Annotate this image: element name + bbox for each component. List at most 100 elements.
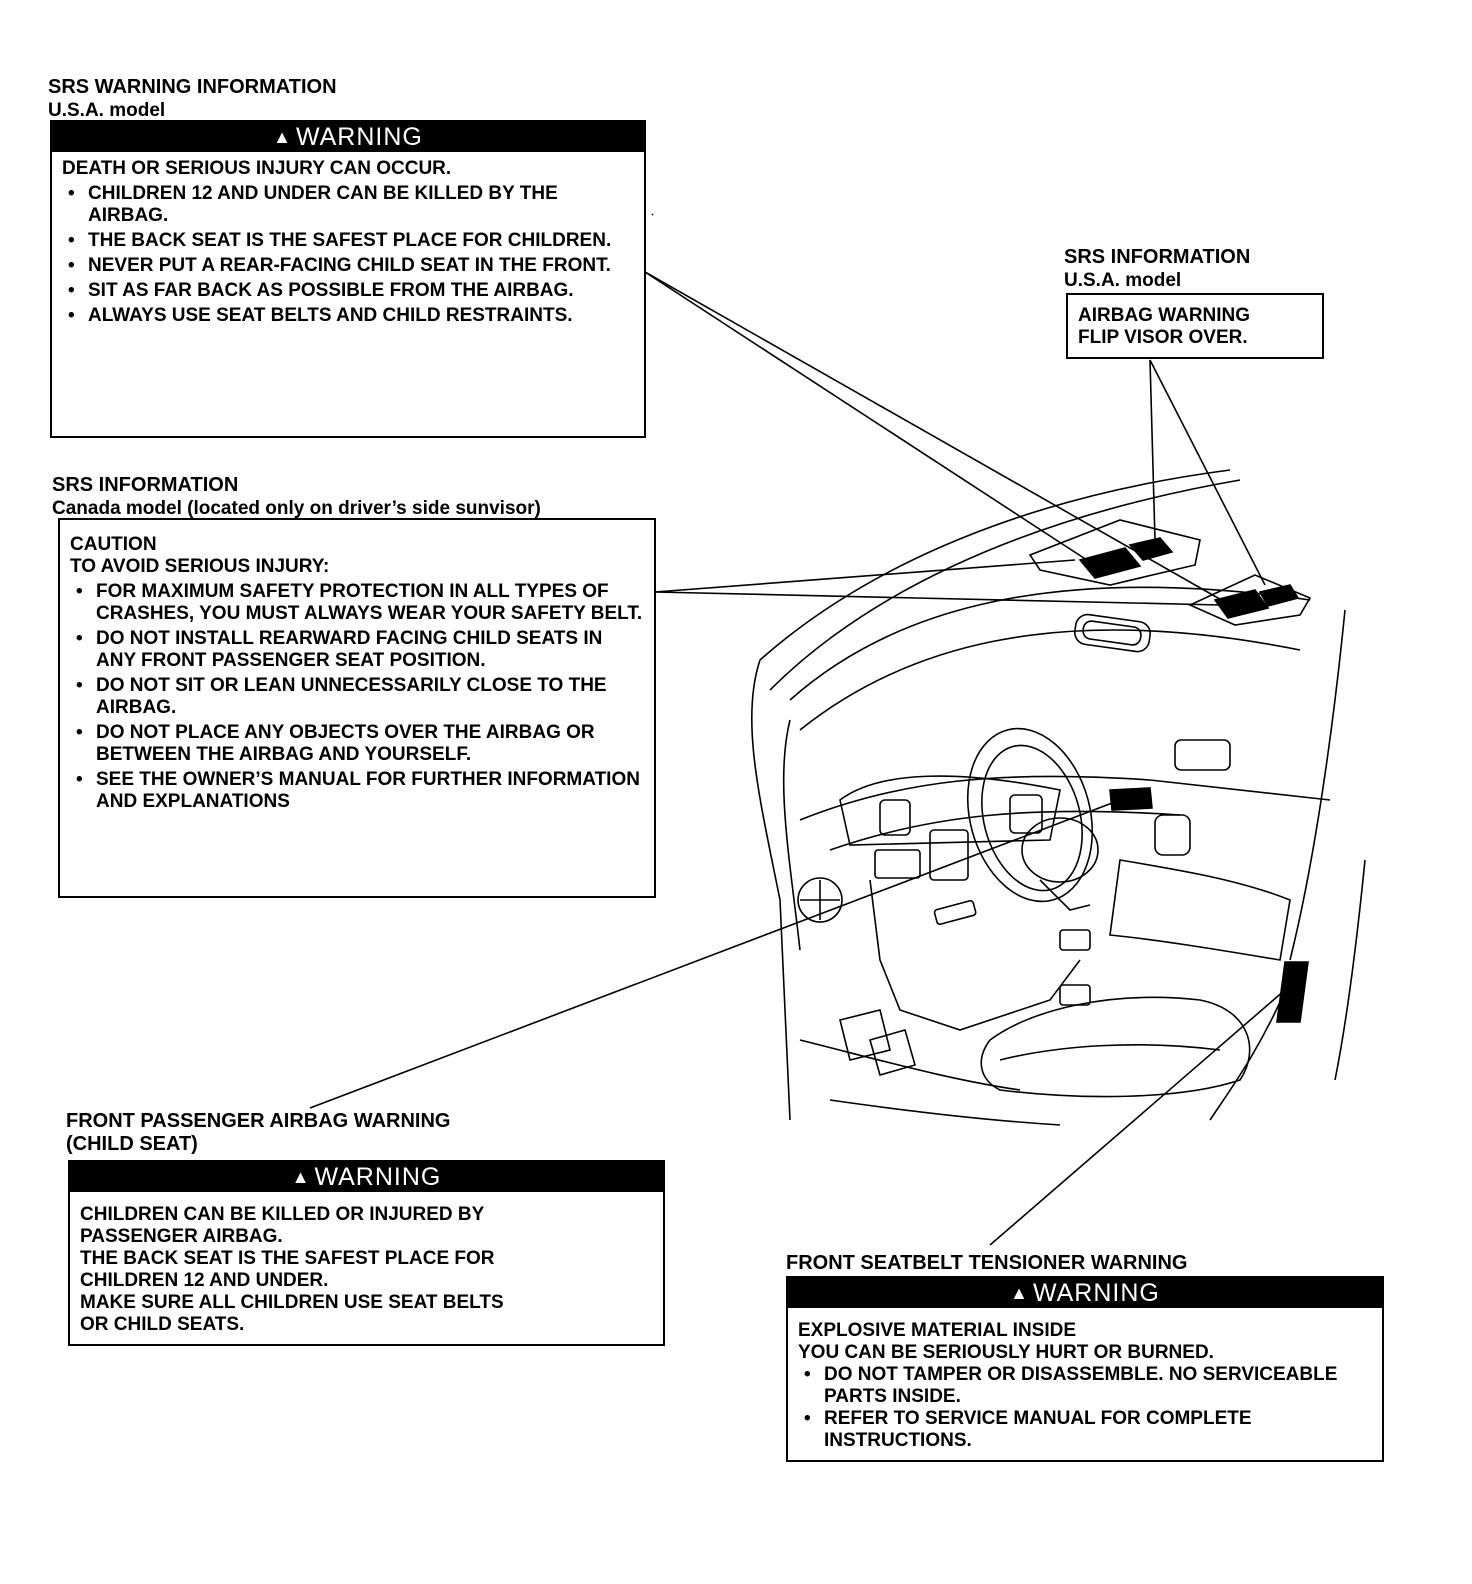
- leader-passenger: [310, 800, 1120, 1108]
- usa-warning-body: DEATH OR SERIOUS INJURY CAN OCCUR. CHILD…: [52, 152, 644, 335]
- passenger-warning-line: PASSENGER AIRBAG.: [80, 1226, 283, 1247]
- dash-airbag-label: [1109, 787, 1153, 811]
- seat-cushion: [1000, 1045, 1220, 1060]
- warning-bar-text: WARNING: [314, 1163, 442, 1191]
- steering-hub: [1022, 818, 1098, 882]
- warning-bar: ▲WARNING: [788, 1278, 1382, 1308]
- passenger-warning-line: OR CHILD SEATS.: [80, 1314, 245, 1335]
- list-item: CHILDREN 12 AND UNDER CAN BE KILLED BY T…: [62, 183, 634, 227]
- console-slot-2: [1060, 930, 1090, 950]
- visor-info-heading: SRS INFORMATION U.S.A. model: [1064, 246, 1250, 292]
- floor-line-2: [830, 1100, 1060, 1125]
- steering-wheel: [949, 714, 1110, 915]
- canada-info-label: CAUTION TO AVOID SERIOUS INJURY: FOR MAX…: [58, 518, 656, 898]
- rearview-mirror: [1073, 613, 1151, 653]
- pedal-2: [870, 1030, 915, 1075]
- rearview-mirror-inner: [1082, 620, 1142, 646]
- visor-info-subtitle: U.S.A. model: [1064, 270, 1182, 291]
- warning-bar-text: WARNING: [1032, 1279, 1160, 1307]
- canada-info-lead: CAUTION: [70, 534, 157, 555]
- list-item: NEVER PUT A REAR-FACING CHILD SEAT IN TH…: [62, 255, 634, 277]
- tensioner-warning-lead: EXPLOSIVE MATERIAL INSIDE: [798, 1320, 1077, 1341]
- list-item: THE BACK SEAT IS THE SAFEST PLACE FOR CH…: [62, 230, 634, 252]
- warning-triangle-icon: ▲: [291, 1167, 311, 1187]
- warning-bar: ▲WARNING: [70, 1162, 663, 1192]
- console-slot-3: [1060, 985, 1090, 1005]
- leader-canada-a: [655, 560, 1075, 592]
- dashboard-top: [800, 776, 1330, 820]
- leader-visor-info-b: [1150, 360, 1265, 585]
- console-slot-1: [934, 900, 977, 925]
- leader-usa-warning-b: [645, 272, 1225, 602]
- tensioner-warning-title: FRONT SEATBELT TENSIONER WARNING: [786, 1252, 1188, 1274]
- center-console: [870, 880, 1080, 1030]
- warning-bar: ▲WARNING: [52, 122, 644, 152]
- warning-triangle-icon: ▲: [273, 127, 292, 147]
- passenger-warning-line: CHILDREN CAN BE KILLED OR INJURED BY: [80, 1204, 485, 1225]
- list-item: ALWAYS USE SEAT BELTS AND CHILD RESTRAIN…: [62, 305, 634, 327]
- list-item: DO NOT PLACE ANY OBJECTS OVER THE AIRBAG…: [70, 722, 644, 766]
- canada-info-lead: TO AVOID SERIOUS INJURY:: [70, 556, 330, 577]
- canada-info-heading: SRS INFORMATION Canada model (located on…: [52, 474, 541, 520]
- gauge-right: [1010, 795, 1042, 833]
- roof-outline-inner: [770, 480, 1240, 690]
- list-item: DO NOT INSTALL REARWARD FACING CHILD SEA…: [70, 628, 644, 672]
- visor-label-3: [1213, 589, 1270, 619]
- visor-info-line: FLIP VISOR OVER.: [1078, 327, 1248, 348]
- pedal-1: [840, 1010, 890, 1060]
- passenger-seat: [981, 997, 1249, 1096]
- tensioner-warning-label: ▲WARNING EXPLOSIVE MATERIAL INSIDE YOU C…: [786, 1276, 1384, 1462]
- passenger-warning-line: MAKE SURE ALL CHILDREN USE SEAT BELTS: [80, 1292, 504, 1313]
- door-edge: [1290, 610, 1345, 960]
- passenger-warning-title: FRONT PASSENGER AIRBAG WARNING: [66, 1110, 451, 1132]
- visor-info-label: AIRBAG WARNING FLIP VISOR OVER.: [1066, 293, 1324, 359]
- a-pillar: [752, 660, 790, 1120]
- passenger-warning-line: CHILDREN 12 AND UNDER.: [80, 1270, 329, 1291]
- warning-bar-text: WARNING: [295, 123, 423, 151]
- usa-warning-label: ▲WARNING DEATH OR SERIOUS INJURY CAN OCC…: [50, 120, 646, 438]
- leader-tensioner: [990, 990, 1285, 1245]
- tensioner-warning-list: DO NOT TAMPER OR DISASSEMBLE. NO SERVICE…: [798, 1364, 1372, 1452]
- list-item: REFER TO SERVICE MANUAL FOR COMPLETE INS…: [798, 1408, 1372, 1452]
- a-pillar-inner: [784, 720, 800, 950]
- usa-warning-heading: SRS WARNING INFORMATION U.S.A. model: [48, 76, 337, 122]
- roof-outline: [760, 470, 1230, 660]
- warning-triangle-icon: ▲: [1010, 1283, 1029, 1303]
- steering-wheel-inner: [966, 734, 1097, 902]
- usa-warning-lead: DEATH OR SERIOUS INJURY CAN OCCUR.: [62, 158, 452, 179]
- canada-info-list: FOR MAXIMUM SAFETY PROTECTION IN ALL TYP…: [70, 581, 644, 813]
- dot: [652, 214, 653, 215]
- list-item: SEE THE OWNER’S MANUAL FOR FURTHER INFOR…: [70, 769, 644, 813]
- tensioner-label: [1276, 961, 1309, 1023]
- list-item: FOR MAXIMUM SAFETY PROTECTION IN ALL TYP…: [70, 581, 644, 625]
- list-item: SIT AS FAR BACK AS POSSIBLE FROM THE AIR…: [62, 280, 634, 302]
- dashboard-line-2: [830, 811, 1180, 850]
- gauge-left: [880, 800, 910, 835]
- visor-info-body: AIRBAG WARNING FLIP VISOR OVER.: [1068, 295, 1322, 357]
- passenger-warning-line: THE BACK SEAT IS THE SAFEST PLACE FOR: [80, 1248, 495, 1269]
- visor-label-1: [1078, 547, 1142, 579]
- visor-label-2: [1128, 537, 1174, 561]
- visor-info-line: AIRBAG WARNING: [1078, 305, 1251, 326]
- upper-right-vent: [1175, 740, 1230, 770]
- leader-usa-warning-a: [645, 272, 1090, 562]
- driver-side-vent: [798, 878, 842, 922]
- usa-warning-subtitle: U.S.A. model: [48, 100, 166, 121]
- instrument-cluster: [840, 776, 1060, 845]
- passenger-warning-body: CHILDREN CAN BE KILLED OR INJURED BY PAS…: [70, 1192, 663, 1344]
- tensioner-warning-body: EXPLOSIVE MATERIAL INSIDE YOU CAN BE SER…: [788, 1308, 1382, 1460]
- visor-label-4: [1258, 584, 1300, 607]
- visor-info-title: SRS INFORMATION: [1064, 246, 1251, 268]
- canada-info-title: SRS INFORMATION: [52, 474, 239, 496]
- usa-warning-title: SRS WARNING INFORMATION: [48, 76, 337, 98]
- tensioner-warning-heading: FRONT SEATBELT TENSIONER WARNING: [786, 1252, 1187, 1275]
- passenger-warning-label: ▲WARNING CHILDREN CAN BE KILLED OR INJUR…: [68, 1160, 665, 1346]
- passenger-visor: [1190, 575, 1310, 625]
- leader-visor-info-a: [1150, 360, 1155, 540]
- switch-panel: [875, 850, 920, 878]
- side-vent-right: [1155, 815, 1190, 855]
- canada-info-subtitle: Canada model (located only on driver’s s…: [52, 498, 541, 519]
- canada-info-body: CAUTION TO AVOID SERIOUS INJURY: FOR MAX…: [60, 520, 654, 821]
- passenger-warning-subtitle: (CHILD SEAT): [66, 1133, 198, 1155]
